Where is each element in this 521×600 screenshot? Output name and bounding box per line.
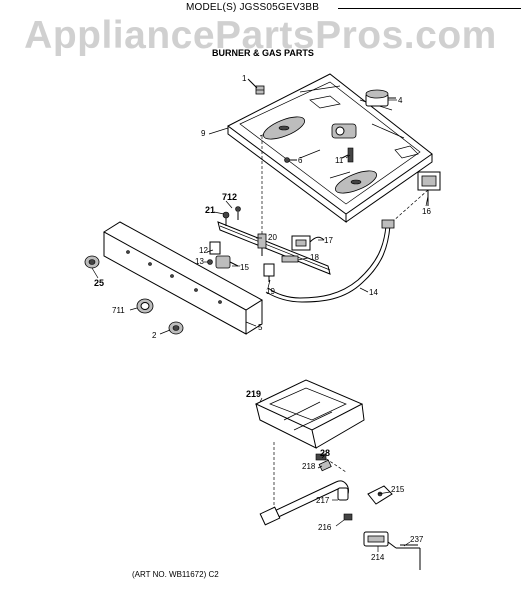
knob-bezel (136, 298, 154, 314)
safety-valve (417, 171, 441, 206)
callout-219: 219 (246, 389, 261, 399)
callout-1: 1 (242, 74, 247, 83)
callout-2: 2 (152, 331, 157, 340)
igniter-wire (396, 544, 421, 570)
burner-valve (291, 235, 325, 251)
callout-11: 11 (335, 156, 344, 165)
callout-216: 216 (318, 523, 332, 532)
burner-head (331, 123, 357, 139)
callout-28: 28 (320, 448, 330, 458)
burner-knob (168, 321, 184, 335)
callout-21: 21 (205, 205, 215, 215)
section-title: BURNER & GAS PARTS (212, 48, 314, 58)
manifold-panel (103, 221, 263, 335)
callout-17: 17 (324, 236, 333, 245)
watermark: AppliancePartsPros.com (24, 14, 497, 57)
callout-13: 13 (195, 257, 204, 266)
burner-pan (227, 73, 433, 223)
control-knob (84, 255, 100, 269)
pan-fastener (284, 157, 297, 163)
callout-217: 217 (316, 496, 330, 505)
orifice-fitting (257, 233, 267, 256)
bracket-screws (222, 206, 241, 226)
model-title: MODEL(S) JGSS05GEV3BB (186, 2, 320, 13)
callout-4: 4 (398, 96, 403, 105)
callout-15: 15 (240, 263, 249, 272)
flame-spreader (337, 487, 349, 501)
callout-214: 214 (371, 553, 385, 562)
hex-nut (343, 513, 353, 521)
burner-baffle (254, 379, 365, 449)
burner-orifice (318, 459, 332, 472)
gas-tube (267, 225, 387, 299)
knob-shaft-assembly (207, 241, 239, 269)
art-number: (ART NO. WB11672) C2 (132, 570, 219, 579)
igniter-bracket (367, 485, 393, 505)
callout-18: 18 (310, 253, 319, 262)
tube-fitting (381, 219, 395, 229)
oven-igniter (363, 531, 397, 549)
igniter-module (365, 89, 396, 107)
guide-line-valve (391, 189, 429, 223)
callout-12: 12 (199, 246, 208, 255)
callout-20: 20 (268, 233, 277, 242)
callout-9: 9 (201, 129, 206, 138)
manifold-clamp (281, 255, 299, 263)
callout-711: 711 (112, 306, 125, 315)
callout-leaders (91, 99, 429, 552)
callout-215: 215 (391, 485, 405, 494)
callout-5: 5 (258, 323, 263, 332)
callout-19: 19 (266, 287, 275, 296)
callout-14: 14 (369, 288, 378, 297)
callout-712: 712 (222, 192, 237, 202)
callout-6: 6 (298, 156, 303, 165)
spark-clip (341, 147, 354, 163)
title-rule (338, 8, 521, 9)
top-screw (247, 78, 265, 95)
manifold-bar (217, 221, 331, 275)
callout-25: 25 (94, 278, 104, 288)
valve-bracket (263, 263, 275, 282)
callout-237: 237 (410, 535, 424, 544)
orifice-holder (315, 453, 327, 461)
callout-16: 16 (422, 207, 431, 216)
bake-burner-tube (267, 480, 349, 515)
callout-218: 218 (302, 462, 316, 471)
